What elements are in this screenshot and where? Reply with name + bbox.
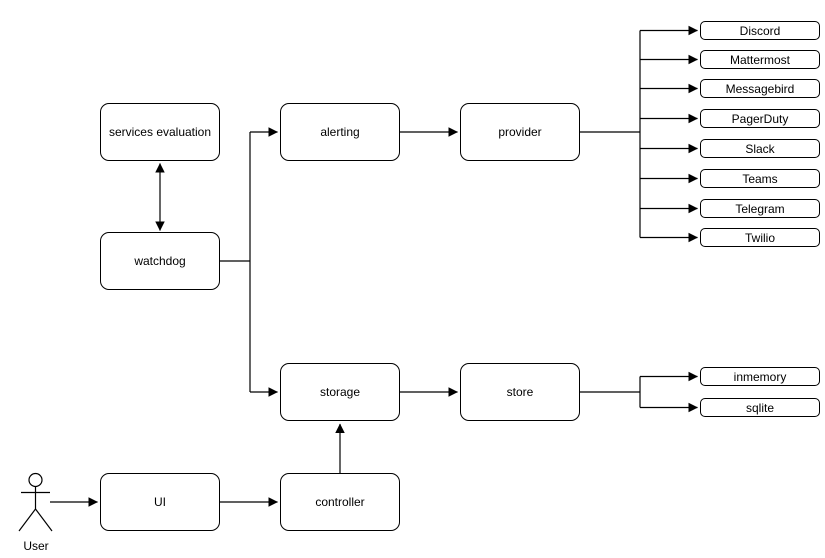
node-provider-teams: Teams [700,169,820,188]
node-storage: storage [280,363,400,421]
node-label: inmemory [733,369,787,384]
node-provider-telegram: Telegram [700,199,820,218]
node-label: alerting [320,125,360,139]
node-label: controller [315,495,365,509]
node-provider-discord: Discord [700,21,820,40]
node-label: watchdog [134,254,186,268]
node-store: store [460,363,580,421]
node-provider-mattermost: Mattermost [700,50,820,69]
node-label: store [506,385,534,399]
node-label: sqlite [745,400,774,415]
node-provider-twilio: Twilio [700,228,820,247]
node-provider-slack: Slack [700,139,820,158]
user-actor-icon [18,472,53,532]
node-label: provider [498,125,542,139]
node-provider: provider [460,103,580,161]
node-label: storage [319,385,361,399]
node-services-evaluation: services evaluation [100,103,220,161]
node-label: Discord [739,23,781,38]
node-alerting: alerting [280,103,400,161]
node-store-sqlite: sqlite [700,398,820,417]
node-ui: UI [100,473,220,531]
user-actor-label: User [23,539,49,553]
node-label: services evaluation [108,125,212,139]
node-watchdog: watchdog [100,232,220,290]
node-label: PagerDuty [731,111,789,126]
node-label: Teams [742,171,778,186]
node-provider-messagebird: Messagebird [700,79,820,98]
node-label: Slack [745,141,775,156]
node-label: Mattermost [729,52,790,67]
node-label: UI [154,495,166,509]
node-label: Messagebird [725,81,795,96]
node-controller: controller [280,473,400,531]
node-store-inmemory: inmemory [700,367,820,386]
node-label: Telegram [735,201,785,216]
node-provider-pagerduty: PagerDuty [700,109,820,128]
node-label: Twilio [744,230,775,245]
